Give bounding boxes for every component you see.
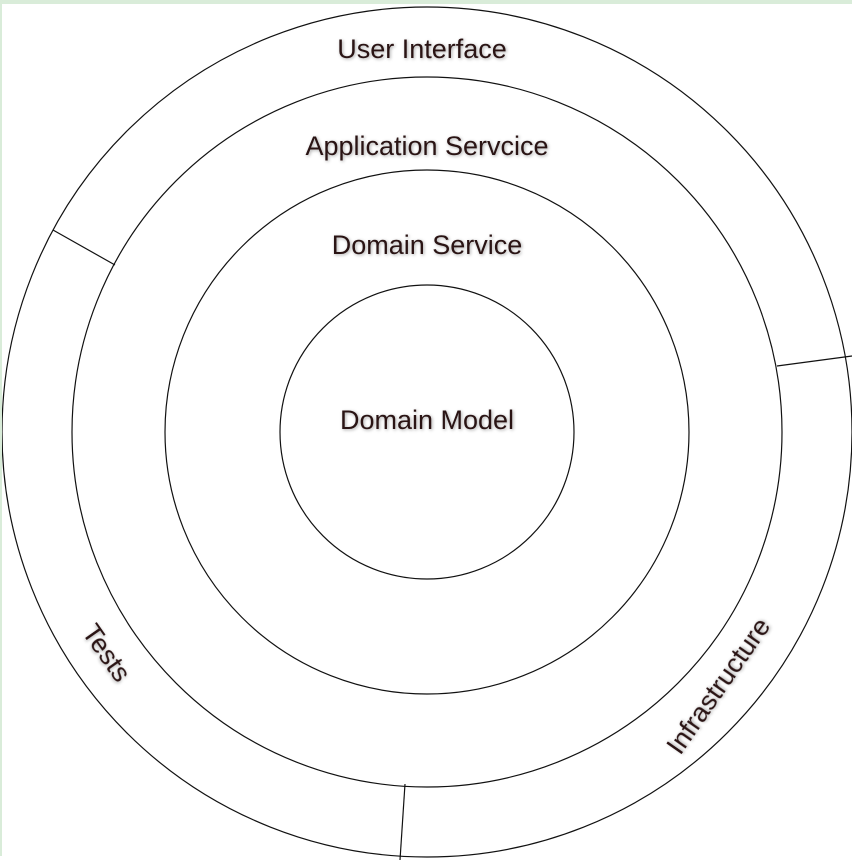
layer-label-user-interface: User Interface xyxy=(337,34,507,64)
divider-bottom xyxy=(399,783,406,860)
layer-label-application-service: Application Servcice xyxy=(305,131,548,161)
layer-label-domain-model: Domain Model xyxy=(340,405,514,435)
side-label-tests: Tests xyxy=(76,619,137,688)
onion-architecture-diagram: User Interface Application Servcice Doma… xyxy=(2,6,852,860)
divider-infrastructure-top xyxy=(776,355,852,367)
ring-domain-service xyxy=(164,169,690,695)
divider-tests-top xyxy=(52,229,116,266)
layer-label-domain-service: Domain Service xyxy=(332,230,523,260)
ring-application-service xyxy=(71,76,783,788)
ring-domain-model xyxy=(279,284,575,580)
